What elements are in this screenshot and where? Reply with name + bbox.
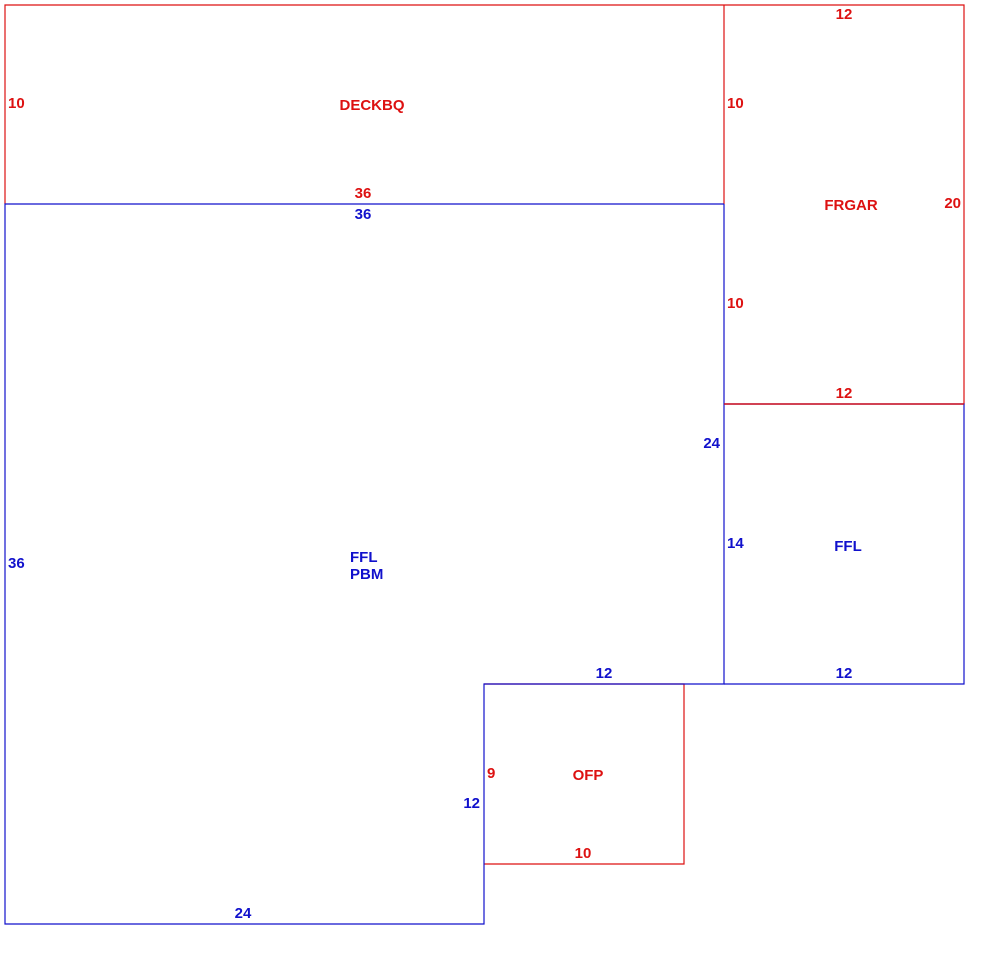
dim-main-top: 36 — [355, 206, 372, 223]
dim-ofp-left: 9 — [487, 765, 495, 782]
dim-ffl-bottom: 12 — [836, 665, 853, 682]
deckbq-outline — [4, 4, 724, 204]
dim-frgar-right: 20 — [944, 195, 961, 212]
dim-main-notch-top: 12 — [596, 665, 613, 682]
ofp-label: OFP — [573, 767, 604, 784]
main-label-line1: FFL — [350, 549, 378, 566]
dim-main-left: 36 — [8, 555, 25, 572]
dim-ofp-bottom: 10 — [575, 845, 592, 862]
frgar-label: FRGAR — [824, 197, 877, 214]
main-label-line2: PBM — [350, 566, 383, 583]
dim-frgar-top: 12 — [836, 6, 853, 23]
dim-deckbq-left: 10 — [8, 95, 25, 112]
dim-frgar-bottom: 12 — [836, 385, 853, 402]
dim-frgar-left-upper: 10 — [727, 95, 744, 112]
dim-main-notch-side: 12 — [463, 795, 480, 812]
dim-deckbq-bottom: 36 — [355, 185, 372, 202]
dim-main-right: 24 — [703, 435, 720, 452]
ffl-small-label: FFL — [834, 538, 862, 555]
dim-frgar-left-lower: 10 — [727, 295, 744, 312]
dim-main-bottom: 24 — [235, 905, 252, 922]
deckbq-label: DECKBQ — [339, 97, 404, 114]
dim-ffl-left: 14 — [727, 535, 744, 552]
